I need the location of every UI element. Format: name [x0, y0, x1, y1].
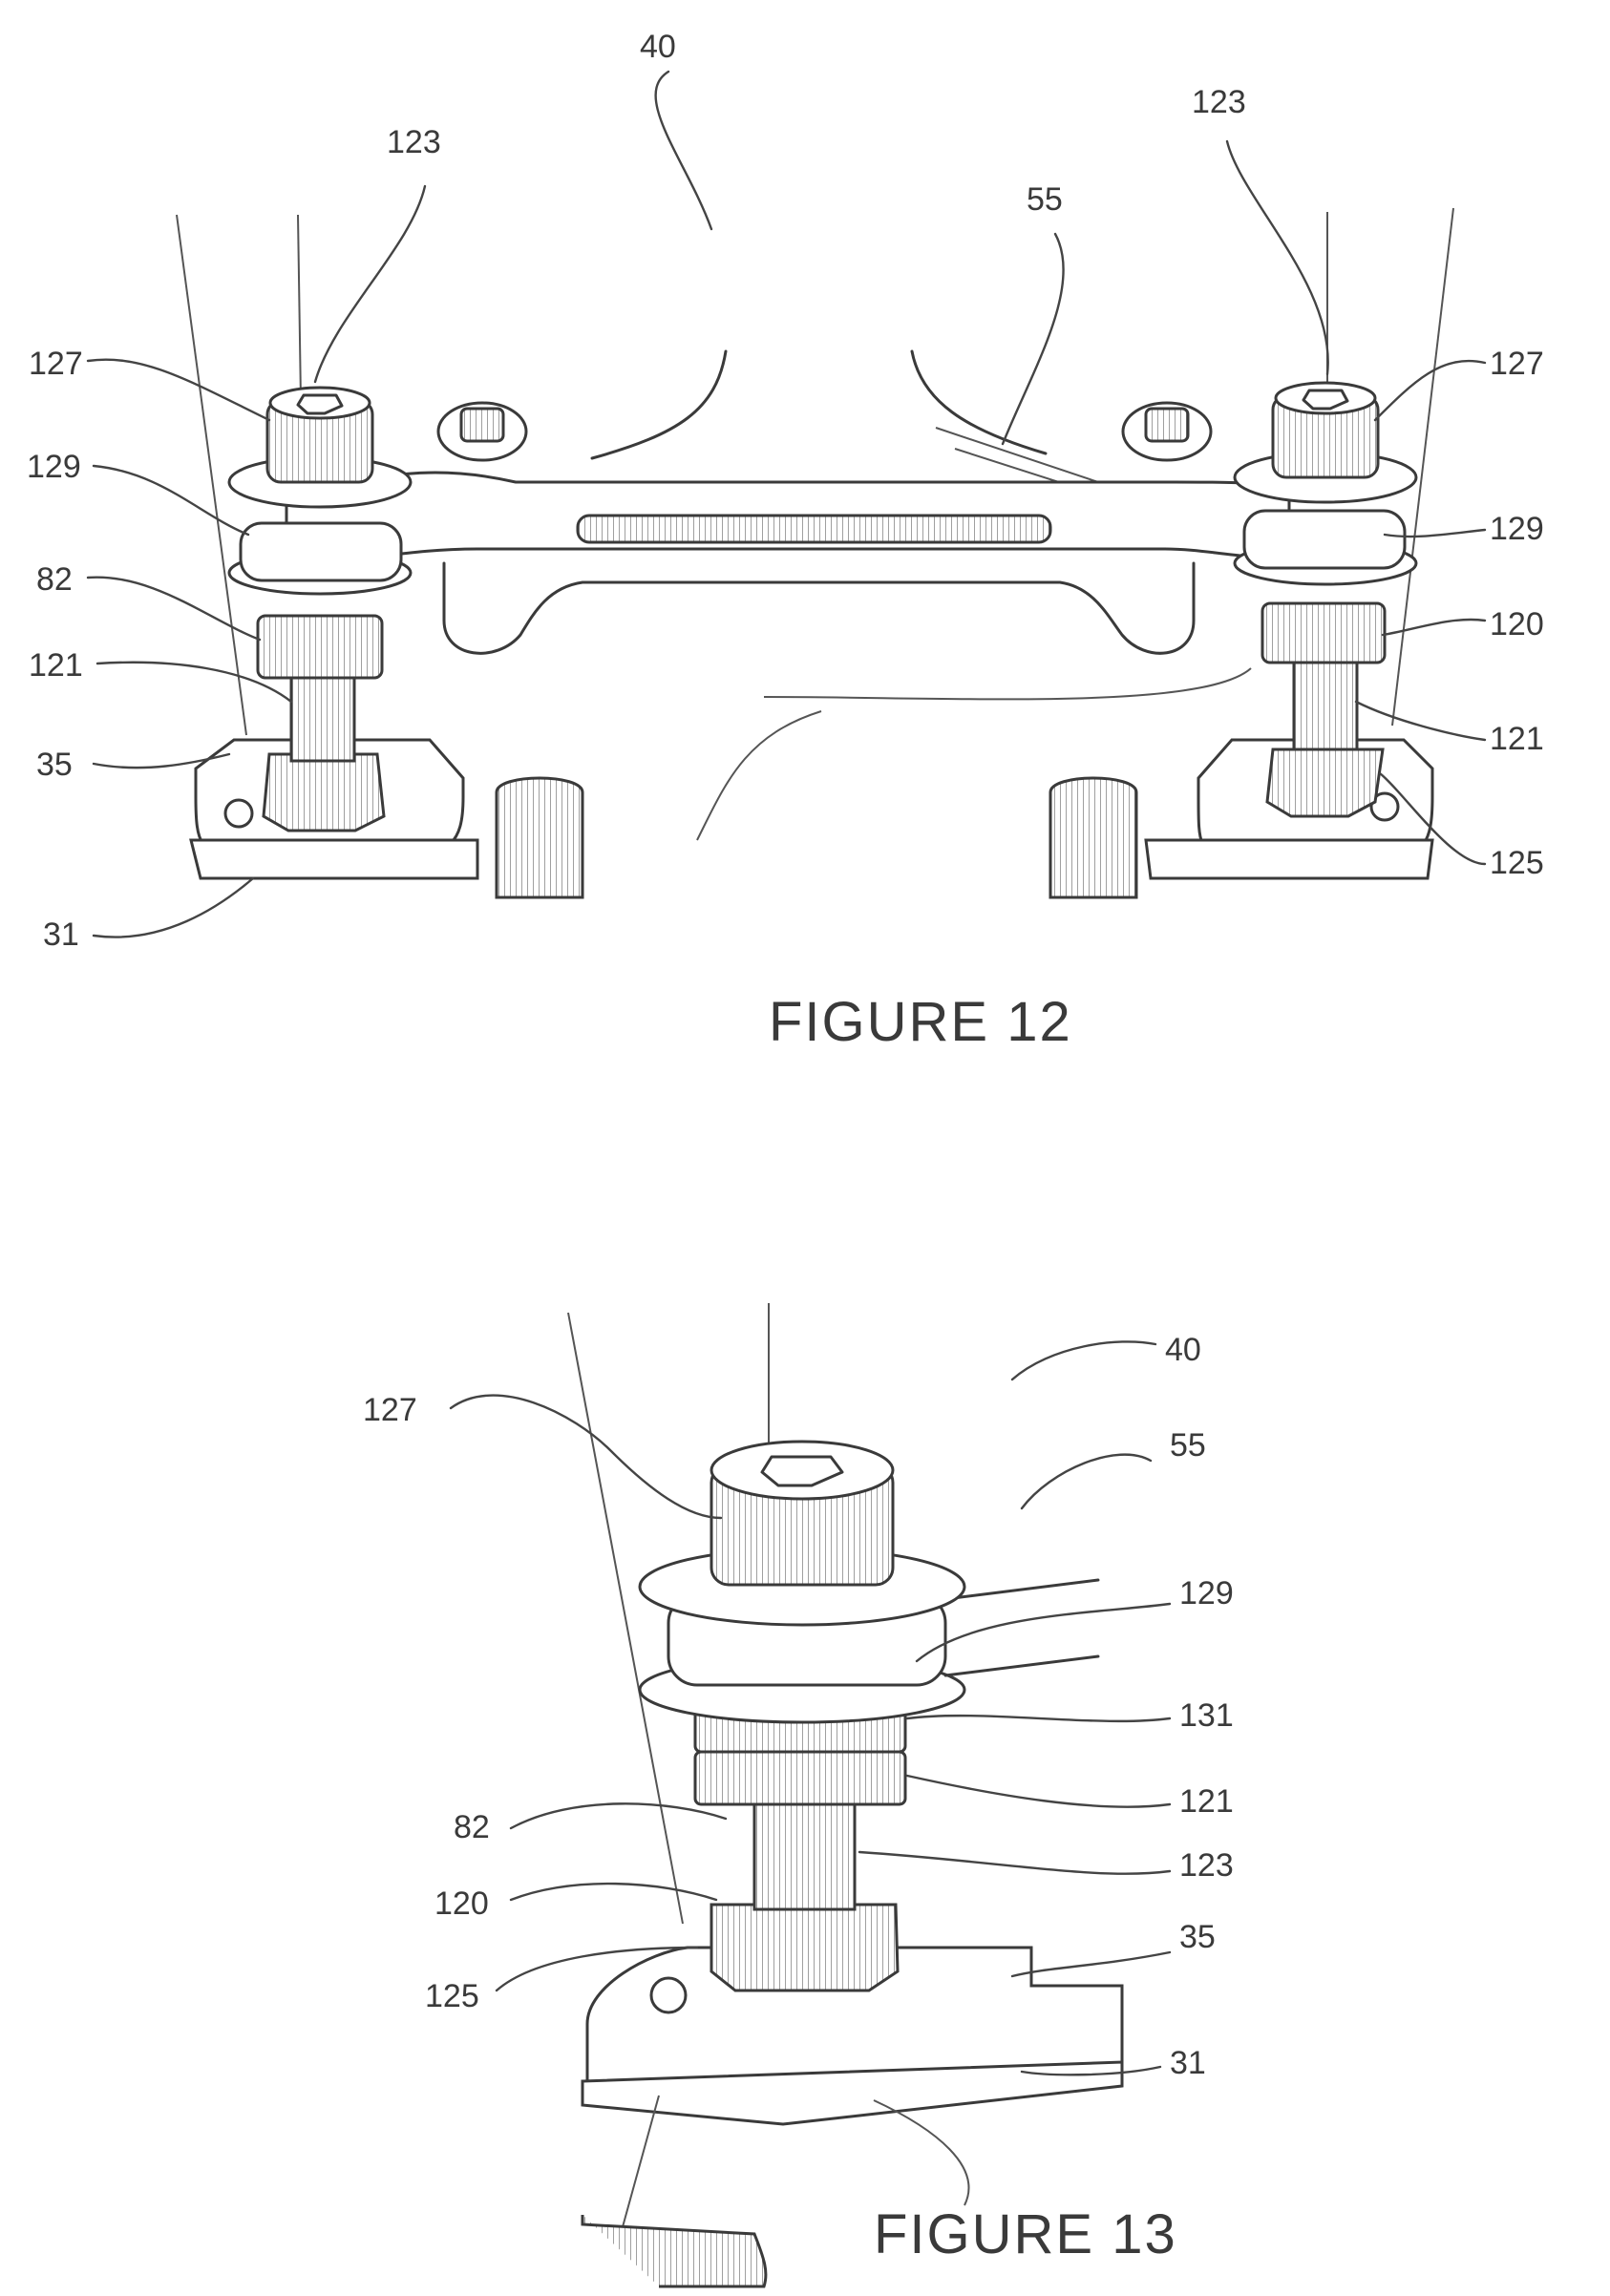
- fig12-inner-curve-2: [697, 711, 821, 840]
- fig13-ref-55: 55: [1170, 1427, 1206, 1464]
- fig13-leader-120: [511, 1884, 716, 1900]
- fig13-ref-127: 127: [363, 1392, 417, 1428]
- fig13-leg-lower: [621, 2096, 659, 2234]
- fig12-ref-82: 82: [36, 561, 73, 598]
- fig12-ref-121-right: 121: [1490, 721, 1544, 757]
- fig13-ref-40: 40: [1165, 1332, 1201, 1368]
- fig12-inner-curve: [764, 668, 1251, 699]
- fig12-left-nut-82: [258, 616, 382, 678]
- fig13-leader-40: [1012, 1341, 1155, 1380]
- fig13-ref-120: 120: [434, 1885, 489, 1922]
- fig13-leg-line: [568, 1313, 683, 1924]
- fig12-leader-82: [88, 578, 260, 640]
- fig12-set-screw-left: [438, 403, 526, 460]
- fig13-leader-123: [859, 1852, 1170, 1874]
- fig12-leader-127-left: [88, 360, 269, 420]
- fig12-ref-121-left: 121: [29, 647, 83, 684]
- fig12-leader-123-right: [1227, 141, 1328, 374]
- fig12-ref-55: 55: [1027, 181, 1063, 218]
- fig12-leader-129-left: [94, 466, 248, 535]
- fig13-ref-129: 129: [1179, 1575, 1234, 1611]
- fig13-ref-35: 35: [1179, 1919, 1216, 1955]
- fig12-part55-line-1: [936, 428, 1098, 482]
- fig12-caption: FIGURE 12: [769, 991, 1072, 1053]
- fig12-left-bolt-assembly: [191, 388, 477, 878]
- fig13-threaded-rod-123: [754, 1795, 855, 1909]
- fig12-leader-123-left: [315, 186, 425, 382]
- fig12-ref-40: 40: [640, 29, 676, 65]
- fig12-right-threaded-rod-121: [1294, 659, 1357, 749]
- fig12-left-nut-125: [264, 754, 384, 831]
- fig12-ref-123-left: 123: [387, 124, 441, 160]
- fig13-arm-upper: [945, 1580, 1098, 1599]
- fig12-left-threaded-rod-121: [291, 673, 354, 761]
- fig13-leader-129: [917, 1604, 1170, 1661]
- fig12-right-nut-120: [1262, 603, 1385, 663]
- fig13-nut-121: [695, 1752, 905, 1804]
- fig12-body-left-curve: [592, 351, 726, 458]
- fig13-nut-125: [711, 1905, 898, 1991]
- fig12-ref-120: 120: [1490, 606, 1544, 642]
- fig12-link-slot: [578, 516, 1050, 542]
- fig13-bolt-top: [711, 1442, 893, 1499]
- fig12-right-bushing-129: [1244, 511, 1405, 568]
- fig12-leader-121-right: [1356, 702, 1485, 740]
- fig12-leader-120: [1383, 620, 1485, 635]
- fig12-ref-123-right: 123: [1192, 84, 1246, 120]
- fig13-leader-82: [511, 1803, 726, 1828]
- fig12-leader-55: [1003, 234, 1064, 444]
- fig12-ref-129-left: 129: [27, 449, 81, 485]
- fig12-ref-127-right: 127: [1490, 346, 1544, 382]
- fig12-right-tube: [1050, 778, 1136, 897]
- fig13-ref-125: 125: [425, 1978, 479, 2014]
- fig12-set-screw-right: [1123, 403, 1211, 460]
- fig13-ref-123: 123: [1179, 1847, 1234, 1884]
- figure-12: 40 123 123 55 127 127 129 129 82 120 121…: [27, 29, 1544, 1053]
- fig13-leader-121: [907, 1776, 1170, 1807]
- fig13-arm-lower: [945, 1656, 1098, 1675]
- fig13-tube-bottom: [583, 2215, 766, 2286]
- figure-13: 40 127 55 129 131 121 82 123 120 35 125 …: [363, 1303, 1234, 2286]
- fig12-left-base-31: [191, 840, 477, 878]
- fig13-leader-131: [907, 1716, 1170, 1721]
- fig13-ref-131: 131: [1179, 1697, 1234, 1734]
- fig12-ref-125: 125: [1490, 845, 1544, 881]
- fig12-left-tube: [497, 778, 583, 897]
- fig13-leader-55: [1022, 1455, 1151, 1508]
- fig12-right-base-31: [1146, 840, 1432, 878]
- fig12-ref-31: 31: [43, 916, 79, 953]
- fig12-ref-35: 35: [36, 747, 73, 783]
- fig12-leader-31: [94, 878, 253, 937]
- fig12-lower-cutout: [444, 563, 1194, 653]
- fig12-ref-129-right: 129: [1490, 511, 1544, 547]
- fig12-left-leg-inner: [298, 215, 301, 401]
- fig12-right-nut-125: [1267, 749, 1383, 816]
- fig13-caption: FIGURE 13: [874, 2203, 1177, 2265]
- fig12-left-bushing-129: [241, 523, 401, 580]
- fig12-leader-40: [656, 72, 711, 229]
- fig13-ref-82: 82: [454, 1809, 490, 1845]
- fig13-bracket-curve: [874, 2100, 968, 2205]
- fig13-ref-121: 121: [1179, 1783, 1234, 1820]
- fig13-ref-31: 31: [1170, 2045, 1206, 2081]
- fig13-leader-127: [451, 1396, 721, 1518]
- fig12-body-right-curve: [912, 351, 1046, 453]
- fig12-ref-127-left: 127: [29, 346, 83, 382]
- fig13-leader-35: [1012, 1952, 1170, 1976]
